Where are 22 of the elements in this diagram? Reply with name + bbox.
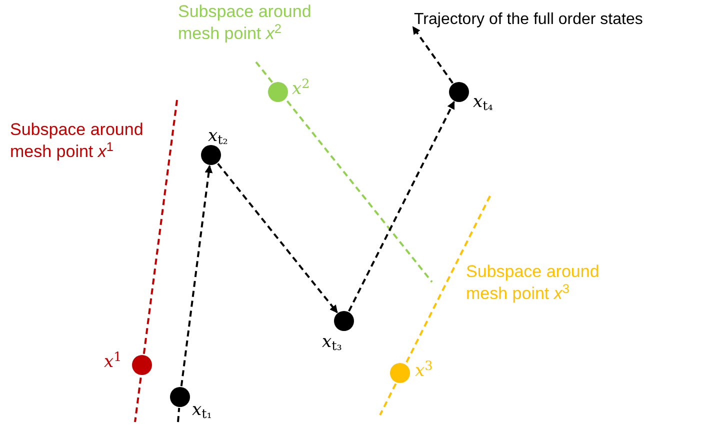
point-marker bbox=[334, 311, 354, 331]
point-label: x$^{2}$ bbox=[292, 77, 310, 101]
trajectory-arrow bbox=[348, 100, 455, 312]
trajectory-arrow bbox=[412, 26, 454, 84]
point-label: x$^{1}$ bbox=[104, 350, 122, 374]
subspace-caption: Subspace around mesh point x$^{1}$ bbox=[10, 119, 144, 164]
annotation-text: Trajectory of the full order states bbox=[414, 8, 643, 32]
point-label: x$_{t₂}$ bbox=[208, 125, 228, 150]
point-marker bbox=[390, 363, 410, 383]
subspace-caption: Subspace around mesh point x$^{3}$ bbox=[466, 261, 600, 306]
point-label: x$_{t₄}$ bbox=[473, 91, 493, 116]
point-marker bbox=[449, 82, 469, 102]
point-marker bbox=[132, 355, 152, 375]
trajectory-arrow bbox=[180, 164, 213, 386]
point-marker bbox=[201, 145, 221, 165]
trajectory-arrow bbox=[217, 162, 338, 314]
point-marker bbox=[268, 82, 288, 102]
point-label: x$_{t₁}$ bbox=[192, 399, 212, 424]
point-label: x$_{t₃}$ bbox=[322, 331, 342, 356]
point-label: x$^{3}$ bbox=[415, 359, 433, 383]
subspace-caption: Subspace around mesh point x$^{2}$ bbox=[178, 1, 312, 46]
point-marker bbox=[170, 387, 190, 407]
